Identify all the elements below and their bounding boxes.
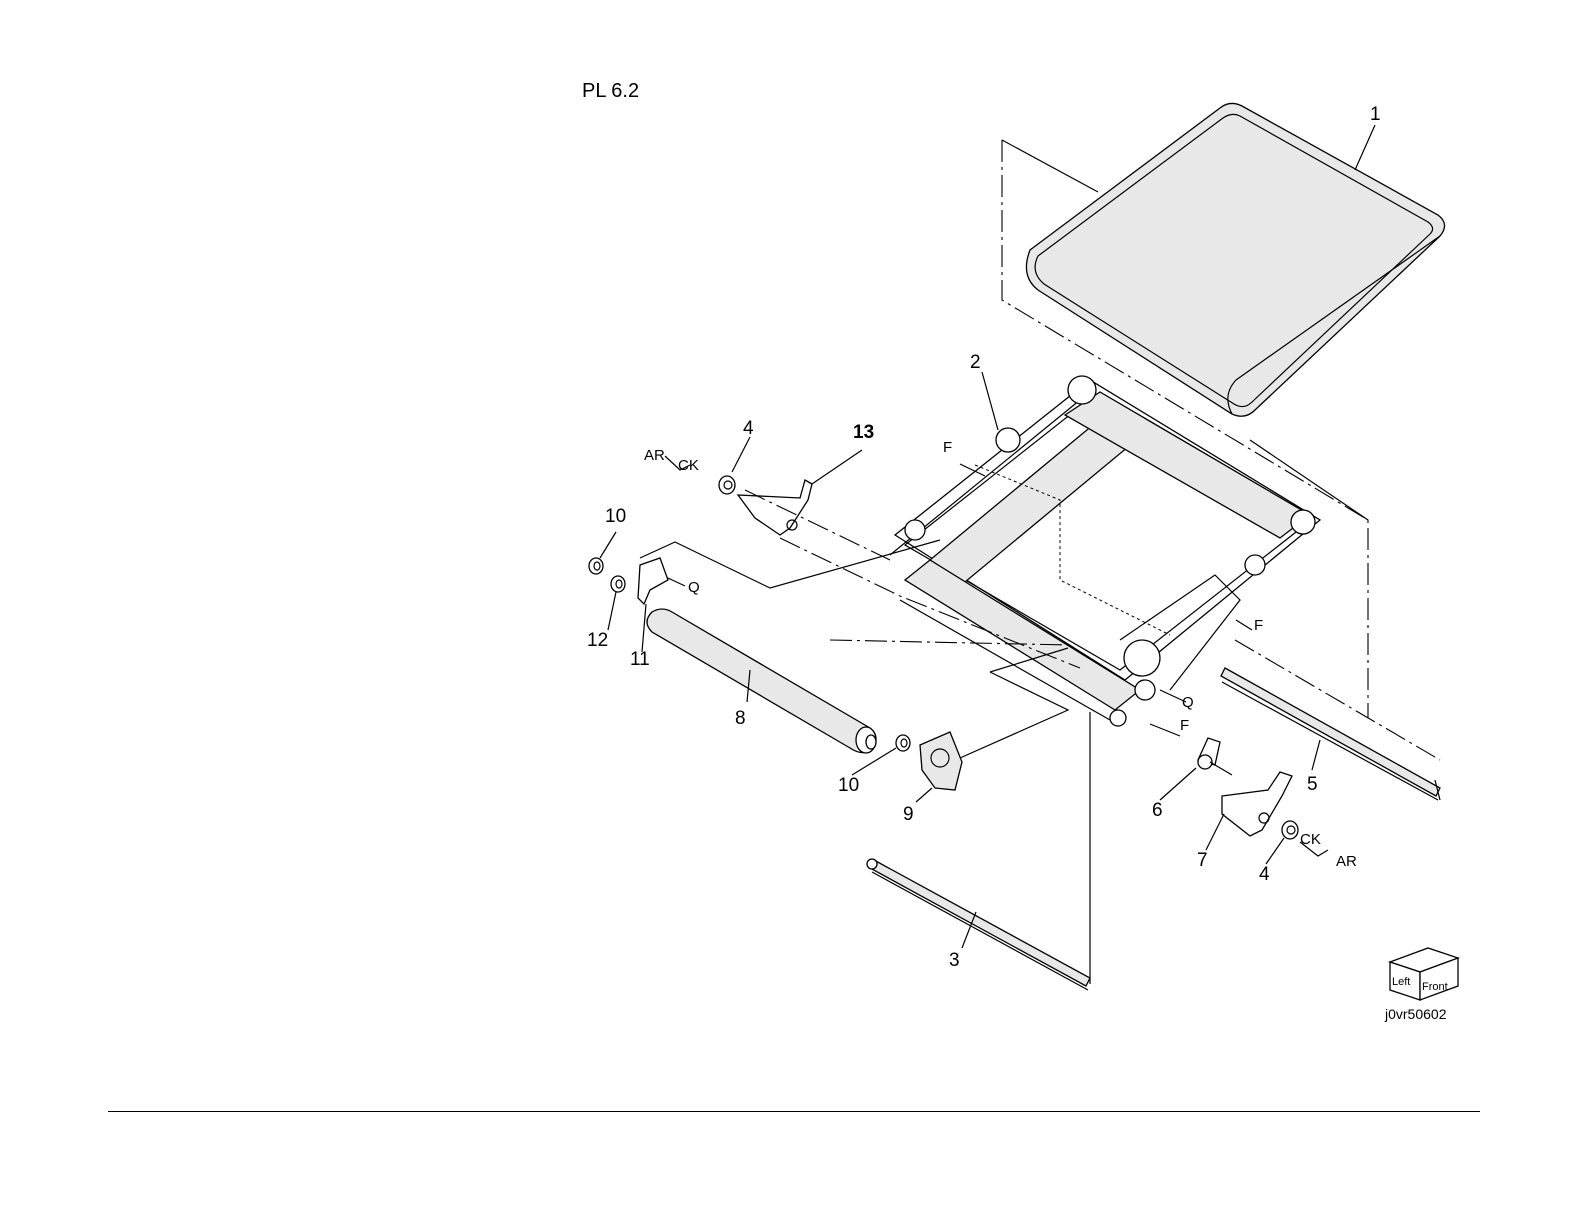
bearing-10-right (896, 735, 910, 751)
ref-f-bottom: F (1180, 717, 1189, 734)
orientation-front-label: Front (1422, 981, 1448, 993)
transfer-belt (1026, 103, 1444, 416)
callout-12: 12 (587, 630, 608, 651)
orientation-cube: Left Front (1390, 948, 1458, 1000)
footer-rule (108, 1111, 1480, 1112)
bearing-6 (1198, 738, 1220, 769)
callout-9: 9 (903, 804, 914, 825)
roller (647, 609, 876, 753)
bearing-10-left (589, 558, 603, 574)
callout-10-right: 10 (838, 775, 859, 796)
lever-13 (738, 480, 812, 535)
callout-11: 11 (630, 649, 650, 670)
callout-8: 8 (735, 708, 746, 729)
ref-f-right: F (1254, 617, 1263, 634)
bearing-4-right (1282, 821, 1298, 839)
bearing-12 (611, 576, 625, 592)
ref-q-left: Q (688, 579, 700, 596)
callout-2: 2 (970, 352, 981, 373)
ref-ck-left: CK (678, 457, 699, 474)
callout-3: 3 (949, 950, 960, 971)
callout-4-right: 4 (1259, 864, 1270, 885)
lower-rod (867, 712, 1090, 990)
callout-7: 7 (1197, 850, 1208, 871)
bracket-9 (920, 732, 962, 790)
ref-q-right: Q (1182, 694, 1194, 711)
right-rod (1221, 640, 1440, 800)
transfer-unit-frame (890, 376, 1320, 726)
clip-11 (638, 558, 668, 604)
callout-6: 6 (1152, 800, 1163, 821)
lever-7 (1222, 772, 1292, 836)
bearing-4-left (719, 476, 735, 494)
ref-ck-right: CK (1300, 831, 1321, 848)
ref-f-top: F (943, 439, 952, 456)
ref-ar-left: AR (644, 447, 665, 464)
ref-ar-right: AR (1336, 853, 1357, 870)
callout-5: 5 (1307, 774, 1318, 795)
orientation-left-label: Left (1392, 976, 1410, 988)
callout-10-left: 10 (605, 506, 626, 527)
callout-13: 13 (853, 422, 874, 443)
callout-4-left: 4 (743, 418, 754, 439)
callout-1: 1 (1370, 104, 1381, 125)
figure-id: j0vr50602 (1385, 1006, 1447, 1022)
